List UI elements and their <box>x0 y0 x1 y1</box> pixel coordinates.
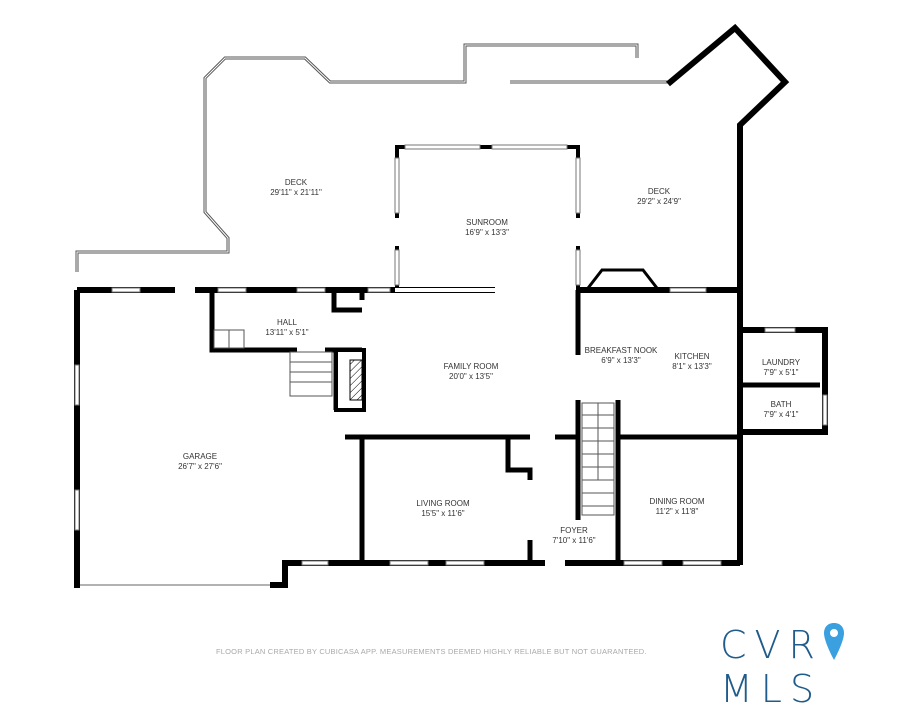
bay-window <box>583 268 662 293</box>
logo-text-right: MLS <box>720 667 823 711</box>
fireplace <box>334 348 366 412</box>
deck-outline-left <box>75 43 670 272</box>
stairs-foyer <box>581 402 615 516</box>
interior-walls <box>209 290 820 563</box>
floor-plan <box>74 23 828 588</box>
sunroom-windows <box>394 144 581 286</box>
stairs-hall <box>213 329 333 397</box>
disclaimer-footer: FLOOR PLAN CREATED BY CUBICASA APP. MEAS… <box>216 647 647 656</box>
cvrmls-logo: CVRMLS <box>720 622 900 711</box>
logo-text-left: CVR <box>720 623 823 667</box>
map-pin-icon <box>823 623 844 660</box>
deck-outline-right <box>666 23 790 292</box>
exterior-windows <box>74 287 828 566</box>
